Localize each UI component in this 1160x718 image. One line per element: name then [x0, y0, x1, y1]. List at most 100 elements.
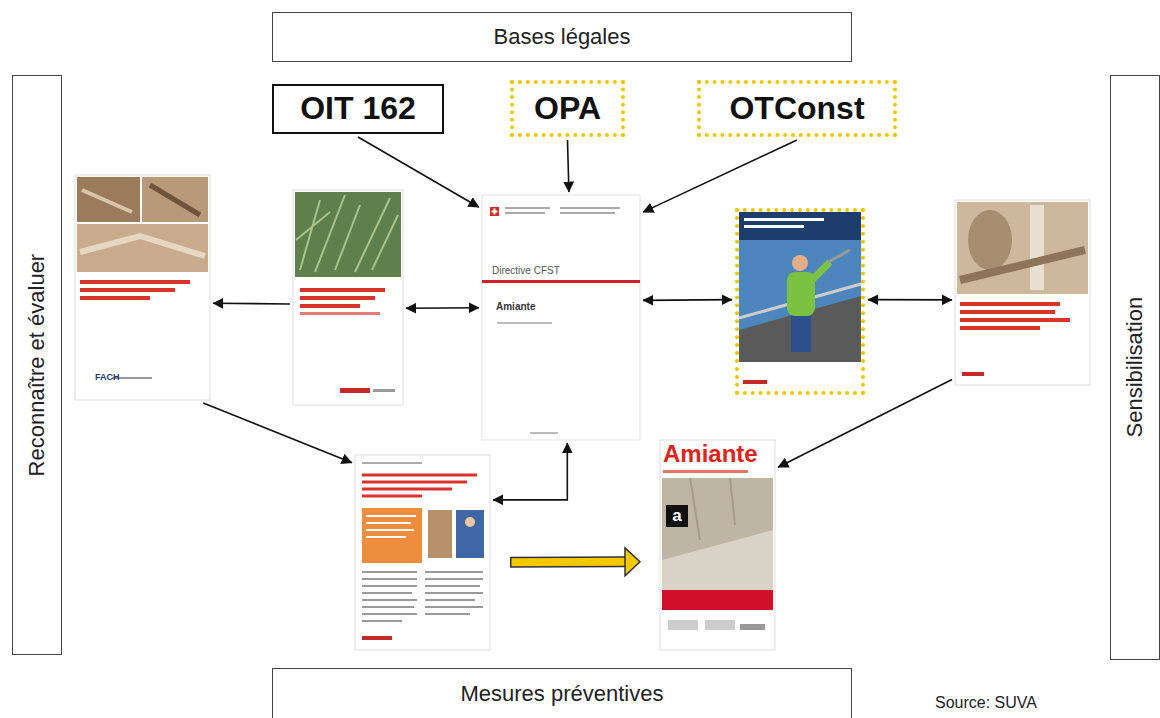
document-cover: Amiante a: [660, 440, 775, 650]
document-cover: [362, 462, 422, 464]
logo-text: FACH: [95, 373, 120, 383]
document-cover: [660, 440, 775, 650]
connector-line: [406, 307, 479, 309]
document-cover: [362, 636, 392, 640]
document-cover: [490, 207, 499, 216]
document-cover: [735, 208, 865, 395]
side-band: Sensibilisation: [1110, 75, 1160, 660]
flow-arrow-body: [512, 558, 626, 566]
connector-arrow: [643, 299, 732, 301]
document-cover: Directive CFST Amiante: [482, 195, 640, 440]
document-cover: [456, 510, 484, 558]
document-cover: [142, 177, 208, 222]
document-cover: [355, 455, 490, 650]
document-cover: [82, 190, 132, 212]
document-cover: [1030, 205, 1044, 290]
document-cover: [296, 195, 398, 272]
document-cover: [355, 455, 490, 650]
law-box: OTConst: [697, 80, 897, 137]
connector-line: [203, 403, 352, 463]
law-name: OIT 162: [300, 91, 416, 126]
document-cover: [968, 210, 1012, 270]
document-cover: [373, 389, 395, 392]
connector-arrow: [493, 443, 567, 500]
heading-band: Mesures préventives: [272, 668, 852, 718]
document-cover: [955, 200, 1090, 385]
document-cover: [955, 200, 1090, 385]
connector-line: [643, 140, 797, 212]
document-cover: [957, 202, 1088, 294]
document-cover: [362, 475, 477, 496]
document-cover: [300, 312, 380, 315]
document-cover: [955, 200, 1090, 385]
document-cover: [690, 478, 735, 540]
document-cover: [295, 192, 401, 277]
document-cover: [962, 372, 984, 376]
document-cover: [75, 175, 210, 400]
document-title: Amiante: [663, 441, 758, 467]
heading-band: Bases légales: [272, 12, 852, 62]
document-cover: [743, 380, 767, 384]
law-name: OTConst: [729, 91, 864, 126]
document-cover: [75, 175, 210, 400]
document-title: Amiante: [496, 301, 535, 312]
law-box: OIT 162: [272, 84, 444, 134]
document-cover: [492, 211, 498, 213]
connector-line: [213, 302, 290, 304]
document-cover: [828, 250, 850, 262]
connector-arrow: [406, 307, 479, 309]
document-cover: [662, 478, 773, 590]
connector-line: [643, 299, 732, 301]
document-cover: [744, 225, 804, 228]
connector-line: [358, 137, 479, 207]
document-cover: [791, 312, 811, 352]
document-cover: [497, 322, 552, 324]
document-cover: [812, 262, 830, 280]
connector-arrow: [213, 303, 290, 305]
document-cover: [80, 288, 175, 292]
document-cover: [735, 208, 865, 395]
document-cover: [300, 304, 360, 308]
connector-line: [868, 299, 952, 301]
document-cover: [465, 517, 475, 527]
law-box: OPA: [510, 80, 625, 137]
document-cover: [744, 218, 824, 221]
connector-arrow: [203, 403, 352, 463]
document-cover: [293, 190, 403, 405]
document-cover: [428, 510, 452, 558]
connector-arrow: [568, 140, 569, 192]
document-cover: [960, 250, 1085, 280]
document-cover: [662, 590, 773, 610]
document-cover: [960, 318, 1070, 322]
document-cover: [660, 440, 775, 650]
document-cover: [293, 190, 403, 405]
document-cover: [740, 624, 765, 630]
flow-arrow-outline: [510, 556, 625, 567]
document-cover: [80, 296, 150, 300]
document-cover: [960, 310, 1055, 314]
document-cover: [960, 302, 1060, 306]
connector-line: [568, 140, 569, 192]
connector-line: [493, 443, 567, 500]
document-cover: [662, 478, 773, 560]
band-title: Sensibilisation: [1123, 297, 1147, 438]
document-cover: [482, 195, 640, 440]
source-note: Source: SUVA: [935, 694, 1037, 712]
band-title: Bases légales: [494, 25, 631, 49]
document-cover: [300, 296, 375, 300]
document-cover: [482, 195, 640, 440]
document-cover: [505, 208, 620, 213]
document-cover: [530, 432, 558, 434]
flow-arrow: [510, 561, 625, 562]
document-cover: [293, 190, 403, 405]
document-cover: [668, 620, 698, 630]
document-cover: [366, 516, 416, 537]
document-title: Directive CFST: [492, 265, 560, 276]
document-cover: [792, 255, 808, 271]
band-title: Mesures préventives: [461, 682, 664, 706]
document-cover: [77, 177, 140, 222]
document-cover: [150, 185, 200, 215]
document-cover: [705, 620, 735, 630]
document-title: a: [666, 505, 688, 527]
document-cover: [355, 455, 490, 650]
